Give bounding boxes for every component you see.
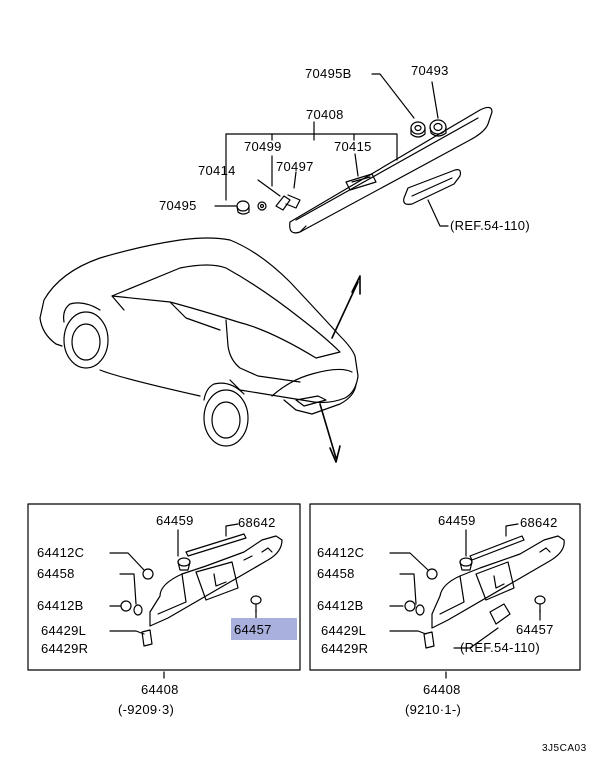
- label-70497: 70497: [276, 159, 314, 174]
- fastener-group-drawing: [236, 194, 301, 215]
- right-label-64429r: 64429R: [321, 641, 369, 656]
- right-label-68642: 68642: [520, 515, 558, 530]
- left-label-64458: 64458: [37, 566, 75, 581]
- label-70414: 70414: [198, 163, 236, 178]
- right-label-64429l: 64429L: [321, 623, 367, 638]
- right-panel-frame: [309, 503, 581, 671]
- left-part-number: 64408: [141, 682, 179, 697]
- car-body-drawing: [39, 237, 359, 447]
- right-label-64412c: 64412C: [317, 545, 365, 560]
- right-label-64459: 64459: [438, 513, 476, 528]
- label-70415: 70415: [334, 139, 372, 154]
- label-70495b: 70495B: [305, 66, 352, 81]
- right-label-64458: 64458: [317, 566, 355, 581]
- left-label-64457: 64457: [234, 622, 272, 637]
- right-garnish-drawing: [404, 535, 565, 649]
- ref-label-top: (REF.54-110): [450, 218, 530, 233]
- label-70493: 70493: [411, 63, 449, 78]
- right-range: (9210·1-): [405, 702, 462, 717]
- left-panel-frame: [27, 503, 301, 671]
- nut-70495b-drawing: [410, 121, 426, 138]
- left-label-68642: 68642: [238, 515, 276, 530]
- label-70495: 70495: [159, 198, 197, 213]
- spoiler-lamp-drawing: [403, 169, 462, 205]
- highlight-box-64457: [231, 618, 297, 640]
- left-label-64412b: 64412B: [37, 598, 84, 613]
- left-label-64459: 64459: [156, 513, 194, 528]
- label-70499: 70499: [244, 139, 282, 154]
- diagram-code: 3J5CA03: [542, 743, 587, 754]
- gasket-70415-drawing: [345, 173, 377, 191]
- right-label-64412b: 64412B: [317, 598, 364, 613]
- right-label-64457: 64457: [516, 622, 554, 637]
- label-70408: 70408: [306, 107, 344, 122]
- arrows-drawing: [319, 275, 361, 463]
- rear-spoiler-drawing: [289, 106, 493, 234]
- right-part-number: 64408: [423, 682, 461, 697]
- cap-70493-drawing: [429, 119, 447, 137]
- ref-label-right: (REF.54-110): [460, 640, 540, 655]
- left-range: (-9209·3): [118, 702, 175, 717]
- left-label-64429r: 64429R: [41, 641, 89, 656]
- left-label-64412c: 64412C: [37, 545, 85, 560]
- left-label-64429l: 64429L: [41, 623, 87, 638]
